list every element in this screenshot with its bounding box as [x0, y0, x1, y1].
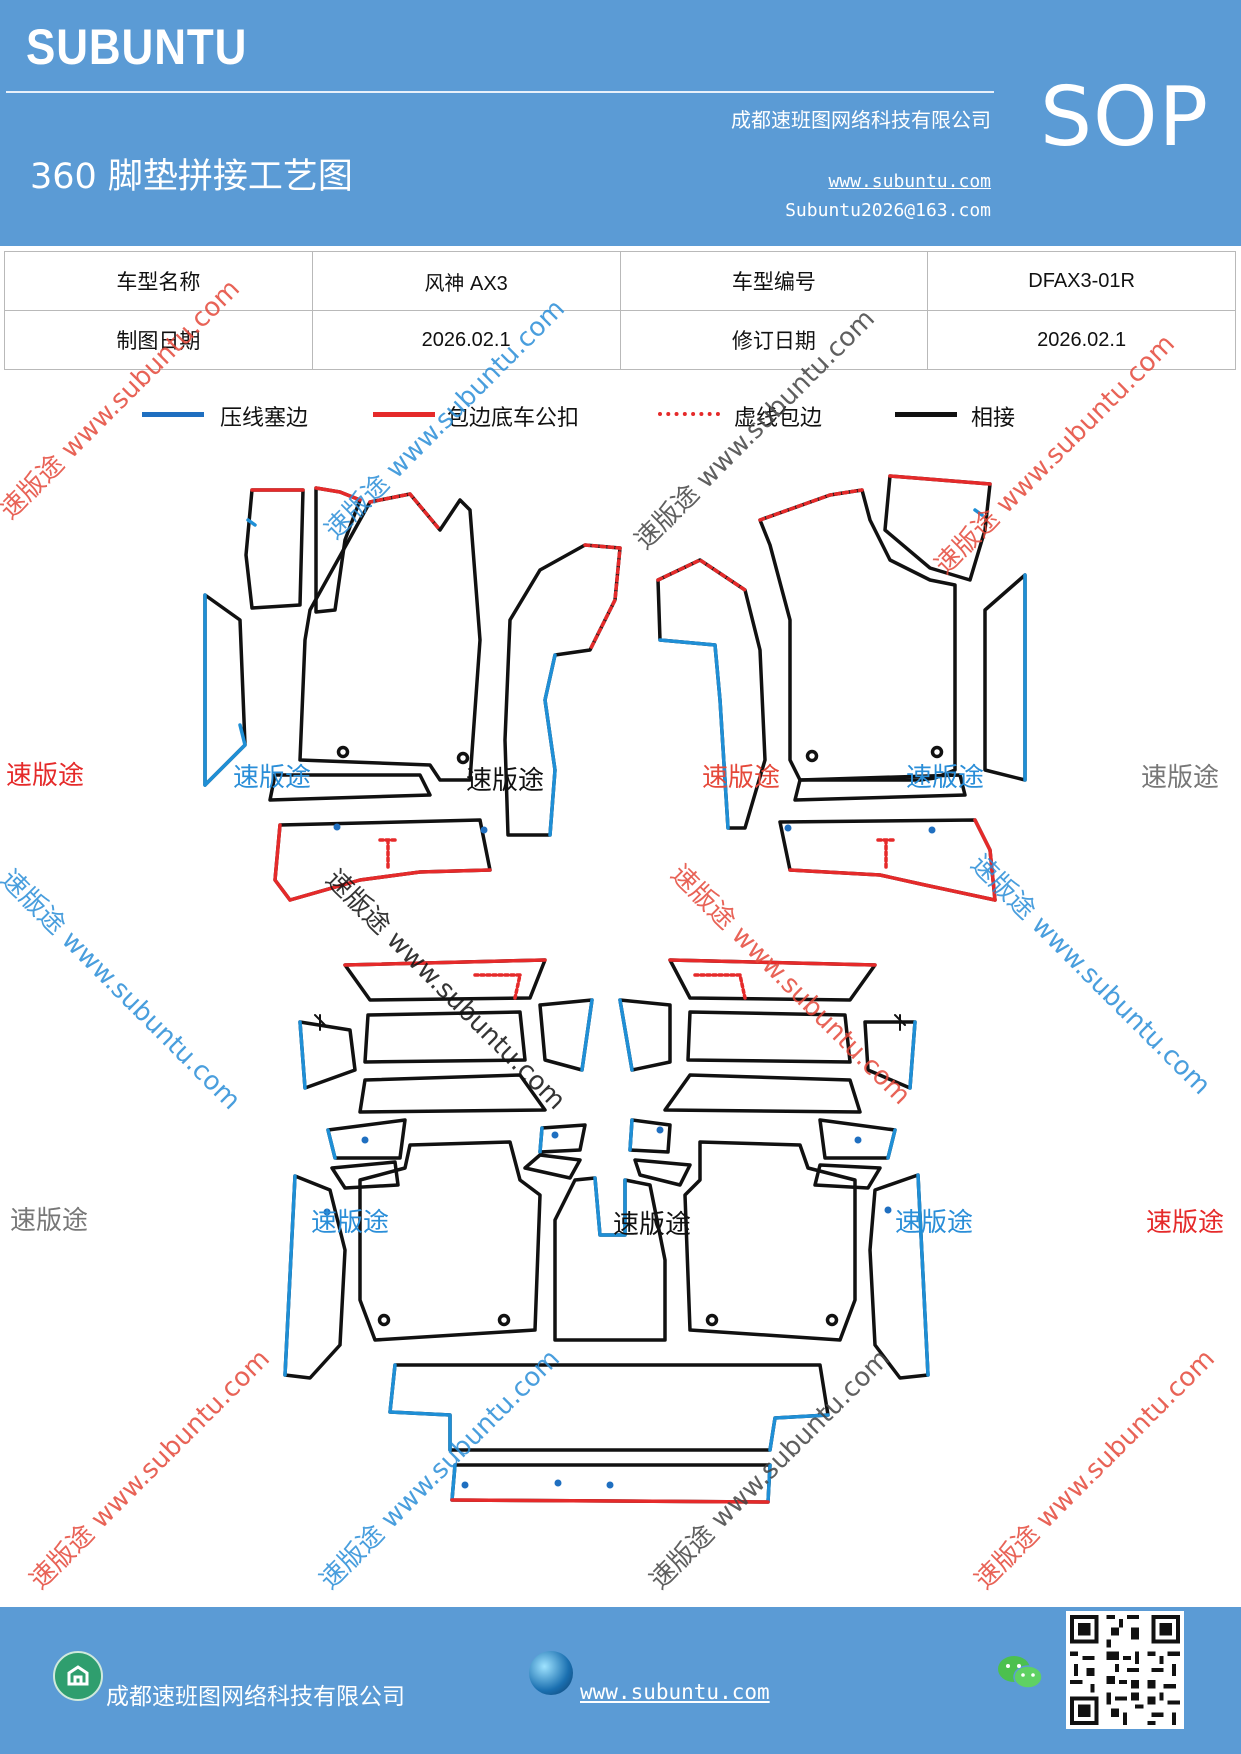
- email-address[interactable]: Subuntu2026@163.com: [785, 200, 991, 221]
- floor-mat-pattern-diagram: [203, 474, 1027, 1504]
- legend-label: 相接: [971, 406, 1016, 431]
- website-link[interactable]: www.subuntu.com: [828, 171, 991, 192]
- wechat-icon[interactable]: [996, 1653, 1044, 1693]
- page-title: 360 脚垫拼接工艺图: [30, 157, 353, 197]
- watermark-cn: 速版途: [895, 1208, 974, 1238]
- watermark-cn: 速版途: [311, 1208, 390, 1238]
- rear-left-mat-group: [283, 958, 667, 1380]
- company-name: 成都速班图网络科技有限公司: [731, 108, 991, 132]
- front-right-mat-group: [656, 474, 1027, 902]
- header-divider: [6, 91, 994, 93]
- model-name-value: 风神 AX3: [311, 251, 621, 311]
- legend-label: 包边底车公扣: [447, 406, 580, 431]
- watermark-cn: 速版途: [1141, 763, 1220, 793]
- model-code-label: 车型编号: [619, 251, 929, 311]
- rear-right-mat-group: [618, 958, 930, 1380]
- table-row: 车型名称 风神 AX3 车型编号 DFAX3-01R: [4, 251, 1236, 311]
- watermark-cn: 速版途: [10, 1206, 89, 1236]
- watermark-cn: 速版途: [233, 763, 312, 793]
- legend-swatch: [373, 412, 435, 417]
- watermark-cn: 速版途: [1146, 1208, 1225, 1238]
- footer-banner: 成都速班图网络科技有限公司 www.subuntu.com: [0, 1607, 1241, 1754]
- qr-code-icon[interactable]: [1066, 1611, 1184, 1729]
- brand-logo: SUBUNTU: [26, 19, 248, 75]
- header-banner: SUBUNTU SOP 360 脚垫拼接工艺图 成都速班图网络科技有限公司 ww…: [0, 0, 1241, 246]
- globe-icon: [529, 1651, 573, 1695]
- table-row: 制图日期 2026.02.1 修订日期 2026.02.1: [4, 310, 1236, 370]
- legend-swatch: [895, 412, 957, 417]
- model-name-label: 车型名称: [4, 251, 313, 311]
- revise-date-value: 2026.02.1: [927, 310, 1236, 370]
- rear-bench-strip-group: [388, 1363, 830, 1504]
- vehicle-info-table: 车型名称 风神 AX3 车型编号 DFAX3-01R 制图日期 2026.02.…: [4, 251, 1236, 370]
- building-icon: [53, 1651, 103, 1701]
- watermark-cn: 速版途: [906, 763, 985, 793]
- model-code-value: DFAX3-01R: [927, 251, 1236, 311]
- legend-label: 虚线包边: [734, 406, 823, 431]
- draw-date-value: 2026.02.1: [311, 310, 621, 370]
- legend-label: 压线塞边: [220, 406, 309, 431]
- watermark-cn: 速版途: [466, 766, 545, 796]
- doc-type-label: SOP: [1040, 70, 1210, 165]
- draw-date-label: 制图日期: [4, 310, 313, 370]
- watermark-cn: 速版途: [6, 761, 85, 791]
- legend-swatch: [658, 412, 720, 416]
- front-left-mat-group: [203, 486, 622, 902]
- footer-company-name: 成都速班图网络科技有限公司: [106, 1684, 405, 1710]
- watermark-cn: 速版途: [702, 763, 781, 793]
- revise-date-label: 修订日期: [619, 310, 929, 370]
- watermark-cn: 速版途: [613, 1210, 692, 1240]
- legend-swatch: [142, 412, 204, 417]
- footer-website-link[interactable]: www.subuntu.com: [580, 1680, 770, 1704]
